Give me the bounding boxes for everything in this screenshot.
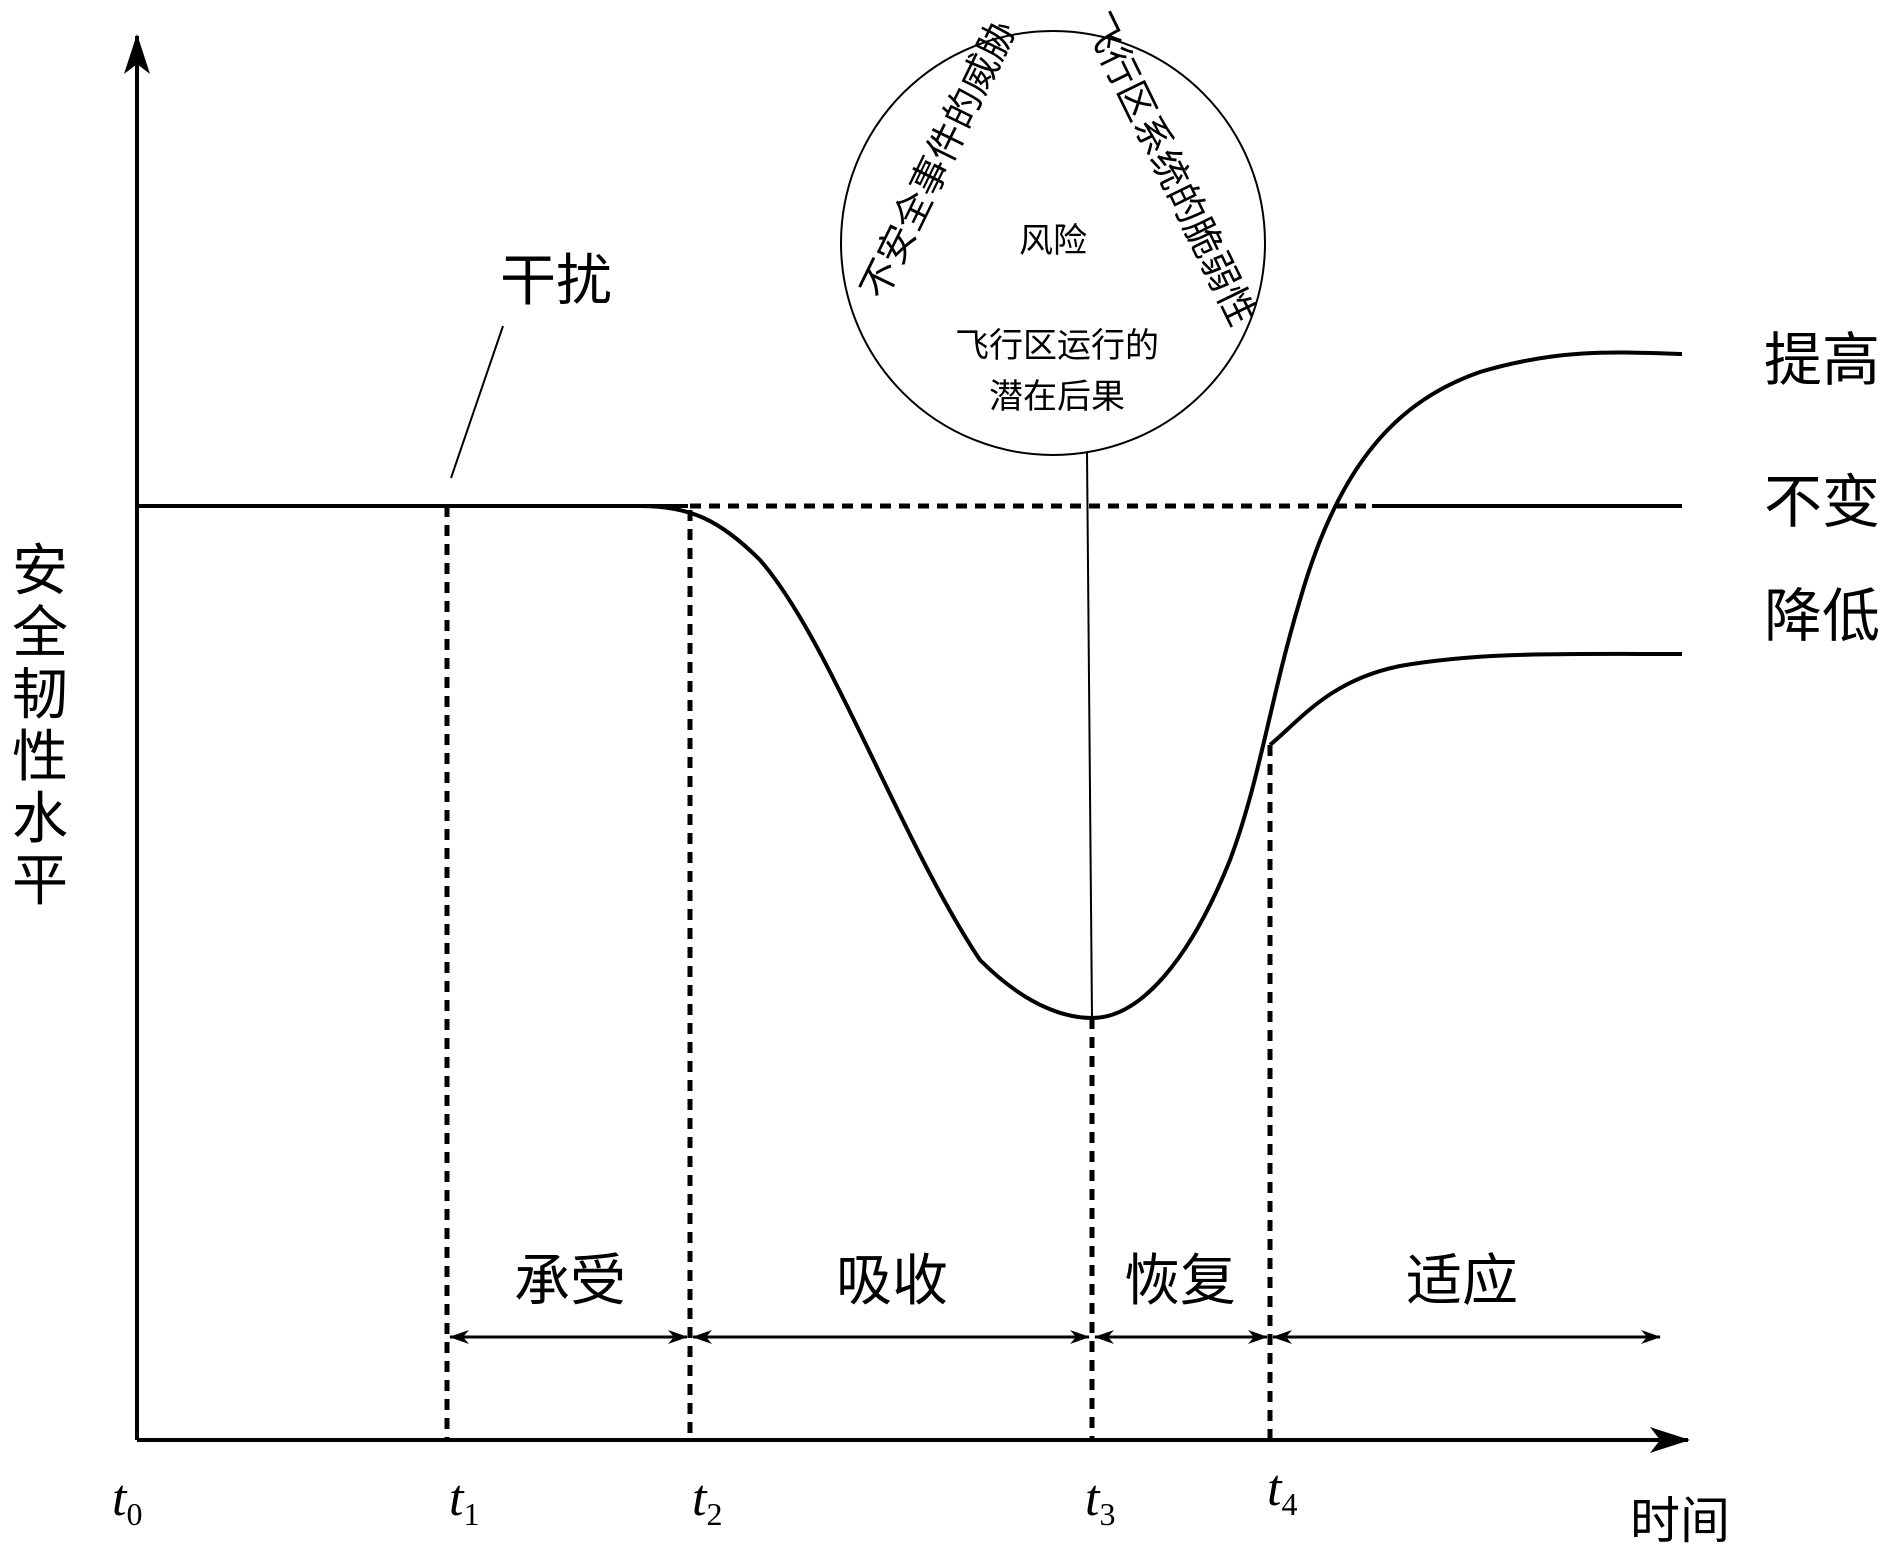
outcome-unchanged: 不变 <box>1764 468 1880 536</box>
risk-pointer <box>1086 452 1093 1019</box>
y-axis-label-char: 韧 <box>12 663 68 728</box>
x-axis-label: 时间 <box>1630 1492 1730 1548</box>
reduced-curve <box>1268 651 1683 747</box>
phase-label-adapt: 适应 <box>1406 1249 1518 1314</box>
time-label-t3: t3 <box>1085 1470 1115 1532</box>
phase-label-recover: 恢复 <box>1124 1249 1236 1314</box>
risk-center-label: 风险 <box>1019 221 1087 261</box>
disturbance-label: 干扰 <box>500 249 612 314</box>
time-label-t4: t4 <box>1267 1460 1297 1522</box>
risk-right-label: 飞行区系统的脆弱性 <box>1075 6 1264 333</box>
risk-circle <box>840 30 1266 456</box>
y-axis-label-char: 性 <box>12 725 68 790</box>
resilience-curve <box>639 350 1683 1021</box>
risk-bottom-line2: 潜在后果 <box>989 377 1125 417</box>
time-label-t2: t2 <box>692 1470 722 1532</box>
y-axis-label-char: 水 <box>12 787 68 852</box>
y-axis-label-char: 全 <box>12 601 68 666</box>
outcome-reduced: 降低 <box>1764 582 1880 650</box>
outcome-improved: 提高 <box>1764 326 1880 394</box>
y-axis-label-char: 安 <box>12 539 68 604</box>
phase-label-withstand: 承受 <box>514 1249 626 1314</box>
time-label-t0: t0 <box>112 1470 142 1532</box>
risk-bottom-line1: 飞行区运行的 <box>955 326 1159 366</box>
disturbance-pointer <box>450 325 504 479</box>
risk-left-label: 不安全事件的威胁 <box>852 13 1025 306</box>
time-label-t1: t1 <box>449 1470 479 1532</box>
y-axis-label-char: 平 <box>12 849 68 914</box>
phase-label-absorb: 吸收 <box>836 1249 948 1314</box>
